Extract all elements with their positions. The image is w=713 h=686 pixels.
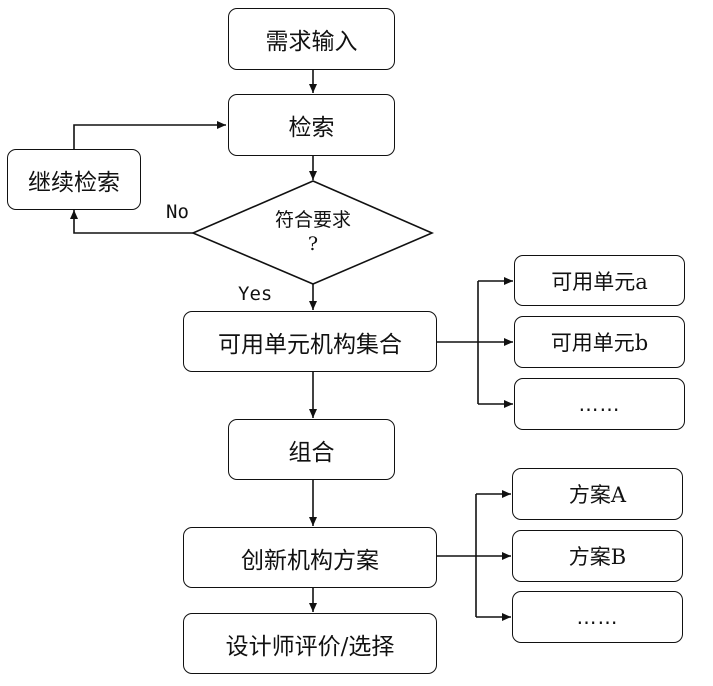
requirement-input-node: 需求输入 [228, 8, 395, 70]
unit-a-node: 可用单元a [514, 255, 685, 306]
decision-text: 符合要求 ? [243, 208, 383, 256]
continue-search-label: 继续检索 [28, 169, 120, 196]
unit-more-label: …… [578, 392, 621, 416]
decision-label-line2: ? [307, 233, 319, 255]
scheme-b-node: 方案B [512, 530, 683, 582]
unit-more-node: …… [514, 378, 685, 430]
unit-a-label: 可用单元a [551, 269, 648, 294]
arrow-continue-to-search [73, 121, 226, 149]
scheme-label: 创新机构方案 [241, 547, 379, 574]
requirement-input-label: 需求输入 [265, 29, 358, 55]
scheme-more-label: …… [576, 605, 619, 629]
evaluate-node: 设计师评价/选择 [183, 613, 437, 674]
scheme-more-node: …… [512, 591, 683, 643]
decision-label-line1: 符合要求 [274, 209, 351, 231]
scheme-a-node: 方案A [512, 468, 683, 520]
search-node: 检索 [228, 94, 395, 156]
combine-label: 组合 [288, 439, 335, 466]
yes-label: Yes [238, 283, 273, 305]
scheme-b-label: 方案B [568, 545, 627, 569]
search-label: 检索 [288, 115, 335, 141]
unit-b-node: 可用单元b [514, 316, 685, 368]
continue-search-node: 继续检索 [7, 149, 141, 210]
no-label: No [166, 201, 189, 223]
combine-node: 组合 [228, 419, 395, 480]
unit-set-node: 可用单元机构集合 [183, 311, 437, 372]
scheme-a-label: 方案A [568, 483, 627, 507]
evaluate-label: 设计师评价/选择 [225, 633, 395, 660]
unit-b-label: 可用单元b [550, 331, 649, 355]
scheme-node: 创新机构方案 [183, 527, 437, 588]
unit-set-label: 可用单元机构集合 [218, 331, 402, 358]
arrow-no-to-continue-search [70, 210, 193, 234]
